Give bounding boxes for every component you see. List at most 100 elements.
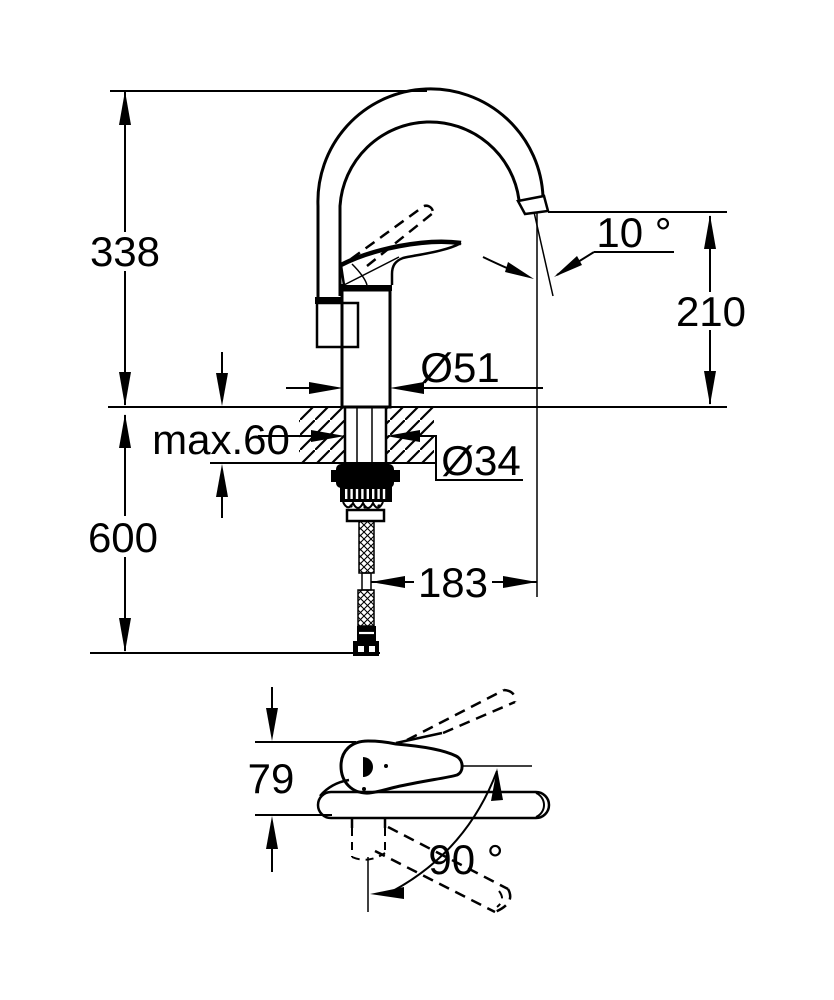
handle-blade-front	[390, 241, 462, 285]
swivel-dashed-edge-2	[374, 849, 496, 914]
nut-tab-left	[331, 470, 338, 482]
arrow-angle-right	[554, 256, 582, 277]
handle-dot	[362, 787, 366, 791]
lever-handle-side	[339, 204, 462, 286]
hose-connector	[353, 641, 379, 656]
dim-label-handle-depth: 79	[248, 755, 295, 802]
dim-label-spout-angle: 10 °	[596, 209, 671, 256]
tilted-stream-line	[533, 211, 554, 297]
handle-raised-dashed-1	[350, 204, 425, 261]
arrow-right	[311, 430, 345, 442]
scallop-dot	[377, 504, 381, 508]
mounting-nut	[331, 464, 400, 523]
arrow-down	[119, 372, 131, 406]
handle-raised-dashed-2	[366, 212, 434, 267]
handle-raised-plan-dashed-1	[406, 688, 505, 742]
arrow-up	[216, 464, 228, 497]
shank-clearance	[344, 408, 387, 462]
dimension-hose-length: 600	[88, 414, 158, 652]
top-view: 79 90 °	[248, 687, 551, 914]
handle-detail-line-1	[343, 256, 400, 286]
base-plan	[350, 818, 387, 912]
dim-label-hose-length: 600	[88, 514, 158, 561]
spout-outer-edge	[316, 87, 545, 301]
swivel-dashed-tip	[494, 888, 512, 914]
dim-label-spout-reach: 183	[418, 559, 488, 606]
arrow-up	[119, 414, 131, 448]
arrow-left	[390, 382, 424, 394]
faucet-body	[315, 284, 392, 409]
arrow-down	[119, 618, 131, 652]
dim-label-deck-thickness: max.60	[152, 416, 290, 463]
spout-base-joint	[315, 297, 342, 304]
shank-inner-walls	[356, 407, 373, 463]
dimension-swivel-angle: 90 °	[370, 765, 532, 899]
side-view: 338 600 max.60 210	[88, 87, 746, 656]
arrow-down	[704, 371, 716, 405]
cartridge-cap	[339, 284, 392, 291]
dim-label-shank-diameter: Ø34	[441, 437, 520, 484]
handle-raised-dashed-tip	[423, 204, 435, 214]
spout-plan	[316, 778, 551, 820]
connector-slot	[369, 646, 375, 652]
handle-detail-line-2	[351, 263, 368, 286]
aerator	[516, 194, 550, 216]
lever-handle-plan	[339, 688, 517, 795]
arrow-right	[309, 382, 343, 394]
dimension-body-diameter: Ø51	[286, 344, 543, 394]
ext-lines-79	[255, 741, 356, 816]
spout-plan-outline	[316, 790, 551, 820]
arrow-down	[216, 373, 228, 406]
shank-outer-walls	[343, 407, 388, 463]
nut-tab-right	[393, 470, 400, 482]
handle-raised-plan-dashed-2	[442, 700, 516, 735]
swivel-arc	[388, 770, 498, 894]
reference-lines	[90, 90, 727, 654]
hose-upper	[358, 520, 375, 574]
dim-label-body-diameter: Ø51	[420, 344, 499, 391]
handle-plan-outline	[339, 739, 464, 795]
dimension-overall-height: 338	[90, 91, 160, 406]
arrow-left	[386, 430, 420, 442]
hose-crimp	[361, 572, 372, 591]
nut-body	[336, 464, 394, 488]
dim-label-swivel-angle: 90 °	[428, 836, 503, 883]
nut-collar	[345, 508, 386, 523]
arrow-up	[491, 768, 503, 801]
dimension-deck-thickness: max.60	[152, 352, 290, 518]
swivelled-spout-plan	[374, 825, 512, 914]
arrow-left	[370, 887, 404, 899]
arrow-up	[266, 816, 278, 849]
handle-raised-solid-edge	[395, 731, 443, 745]
base-hidden-edges	[351, 828, 386, 857]
dimension-spout-reach: 183	[371, 213, 538, 606]
braided-hose	[353, 520, 379, 656]
scallop-dot	[349, 504, 353, 508]
swivel-tip-face	[496, 890, 503, 908]
swivel-dashed-edge-1	[387, 825, 509, 891]
dimension-shank-diameter: Ø34	[258, 430, 523, 484]
spout-holder-box	[315, 301, 360, 349]
arrow-angle-left	[505, 262, 534, 279]
body-column	[340, 288, 392, 409]
hose-lower	[357, 589, 375, 627]
arrow-right	[503, 576, 537, 588]
handle-blade-top	[339, 239, 462, 267]
scallop-dot	[363, 505, 367, 509]
dimension-spout-height: 210	[548, 211, 746, 405]
arrow-up	[119, 91, 131, 125]
leader-line	[420, 435, 523, 481]
dimension-handle-depth: 79	[248, 687, 356, 872]
connector-slot	[358, 646, 364, 652]
base-solid-edges	[350, 818, 387, 828]
handle-dot	[384, 764, 388, 768]
mounting-shank	[343, 407, 388, 463]
dimension-spout-angle: 10 °	[482, 209, 674, 297]
handle-raised-plan-tip	[503, 688, 517, 703]
arrow-up	[704, 215, 716, 249]
dim-label-overall-height: 338	[90, 228, 160, 275]
nut-scallops	[342, 500, 384, 509]
spout-inner-edge	[338, 120, 521, 296]
